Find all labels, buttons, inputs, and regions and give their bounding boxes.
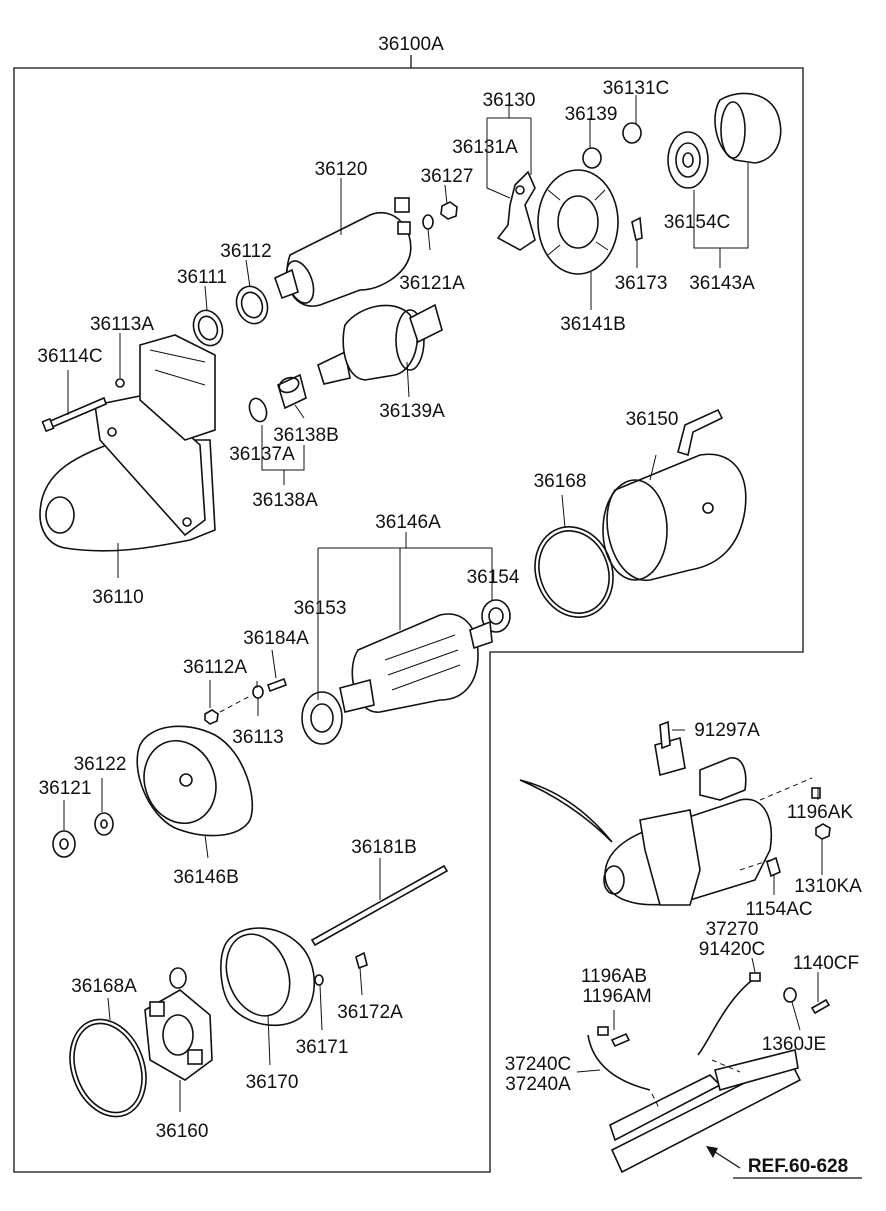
nut-washer-drawing bbox=[422, 201, 458, 230]
label-36139: 36139 bbox=[565, 104, 618, 125]
washers-36111-36112-drawing bbox=[192, 285, 269, 347]
label-36138a: 36138A bbox=[252, 490, 318, 511]
label-36184a: 36184A bbox=[243, 628, 309, 649]
bearing-36153-drawing bbox=[301, 691, 343, 745]
o-ring-36168a-inner-drawing bbox=[73, 1022, 143, 1114]
label-1196ab: 1196AB bbox=[581, 966, 647, 987]
o-ring-36168-drawing bbox=[534, 526, 614, 618]
label-36112a: 36112A bbox=[183, 657, 247, 678]
label-91297a: 91297A bbox=[694, 720, 760, 741]
installed-starter-drawing bbox=[519, 720, 831, 906]
label-36114c: 36114C bbox=[37, 346, 102, 367]
assembly-frame bbox=[13, 55, 804, 1173]
label-36170: 36170 bbox=[246, 1072, 299, 1093]
label-36146b: 36146B bbox=[173, 867, 239, 888]
label-36139a: 36139A bbox=[379, 401, 445, 422]
o-ring-36168-inner-drawing bbox=[538, 530, 610, 614]
end-cover-drawing bbox=[136, 725, 254, 837]
rear-cover-drawing bbox=[220, 927, 316, 1027]
bearing-36154c-drawing bbox=[667, 131, 709, 189]
label-91420c: 91420C bbox=[699, 939, 766, 960]
label-36181b: 36181B bbox=[351, 837, 417, 858]
o-ring-36168a-drawing bbox=[69, 1018, 147, 1118]
drive-pinion-drawing bbox=[317, 303, 443, 385]
label-36153: 36153 bbox=[294, 598, 347, 619]
reference-label[interactable]: REF.60-628 bbox=[748, 1156, 848, 1177]
small-bushings-drawing bbox=[582, 122, 642, 169]
ref-arrow bbox=[706, 1146, 862, 1179]
label-36131c: 36131C bbox=[603, 78, 670, 99]
label-36122: 36122 bbox=[74, 754, 127, 775]
label-36141b: 36141B bbox=[560, 314, 626, 335]
part-labels: 36100A 36130 36131C 36139 36131A 36120 3… bbox=[37, 34, 862, 1177]
label-1360je: 1360JE bbox=[762, 1034, 826, 1055]
label-36127: 36127 bbox=[421, 166, 474, 187]
label-36150: 36150 bbox=[626, 409, 679, 430]
label-36113: 36113 bbox=[232, 727, 283, 748]
label-1196ak: 1196AK bbox=[787, 802, 854, 823]
end-frame-plate-drawing bbox=[537, 169, 619, 275]
screw-washers-drawing bbox=[204, 677, 288, 725]
label-36154c: 36154C bbox=[664, 212, 731, 233]
label-36143a: 36143A bbox=[689, 273, 755, 294]
leader-lines bbox=[63, 95, 823, 1112]
label-36111: 36111 bbox=[177, 267, 227, 288]
yoke-drawing bbox=[602, 408, 747, 581]
label-36113a: 36113A bbox=[90, 314, 154, 335]
label-37240a: 37240A bbox=[505, 1074, 571, 1095]
solenoid-drawing bbox=[274, 197, 412, 307]
label-1310ka: 1310KA bbox=[794, 876, 862, 897]
label-1140cf: 1140CF bbox=[793, 953, 859, 974]
label-37240c: 37240C bbox=[505, 1054, 572, 1075]
label-36138b: 36138B bbox=[273, 425, 339, 446]
label-1196am: 1196AM bbox=[582, 986, 651, 1007]
washer-36113a-drawing bbox=[115, 378, 125, 388]
label-36146a: 36146A bbox=[375, 512, 441, 533]
shift-lever-drawing bbox=[496, 170, 536, 251]
label-36130: 36130 bbox=[483, 90, 536, 111]
label-36137a: 36137A bbox=[229, 444, 295, 465]
label-36168: 36168 bbox=[534, 471, 587, 492]
label-1154ac: 1154AC bbox=[745, 899, 812, 920]
end-cap-drawing bbox=[714, 92, 782, 164]
long-bolt-drawing bbox=[310, 864, 449, 947]
label-36160: 36160 bbox=[156, 1121, 209, 1142]
label-36168a: 36168A bbox=[71, 976, 137, 997]
label-36171: 36171 bbox=[296, 1037, 349, 1058]
washers-36121-36122-drawing bbox=[52, 812, 114, 858]
label-36121a: 36121A bbox=[399, 273, 465, 294]
drive-housing-drawing bbox=[39, 334, 216, 552]
label-36110: 36110 bbox=[92, 587, 143, 608]
label-36120: 36120 bbox=[315, 159, 368, 180]
pin-drawing bbox=[631, 216, 643, 242]
bushing-drawing bbox=[248, 373, 307, 423]
label-36100a: 36100A bbox=[378, 34, 444, 55]
label-36154: 36154 bbox=[467, 567, 520, 588]
armature-drawing bbox=[339, 613, 493, 713]
small-fasteners-drawing bbox=[314, 951, 368, 986]
through-bolt-drawing bbox=[41, 396, 107, 433]
label-36172a: 36172A bbox=[337, 1002, 403, 1023]
label-36131a: 36131A bbox=[452, 137, 518, 158]
chassis-cables-drawing bbox=[587, 972, 831, 1174]
label-36121: 36121 bbox=[39, 778, 92, 799]
label-36112: 36112 bbox=[220, 241, 271, 262]
label-36173: 36173 bbox=[615, 273, 668, 294]
brush-holder-drawing bbox=[144, 967, 213, 1081]
label-37270: 37270 bbox=[706, 919, 759, 940]
